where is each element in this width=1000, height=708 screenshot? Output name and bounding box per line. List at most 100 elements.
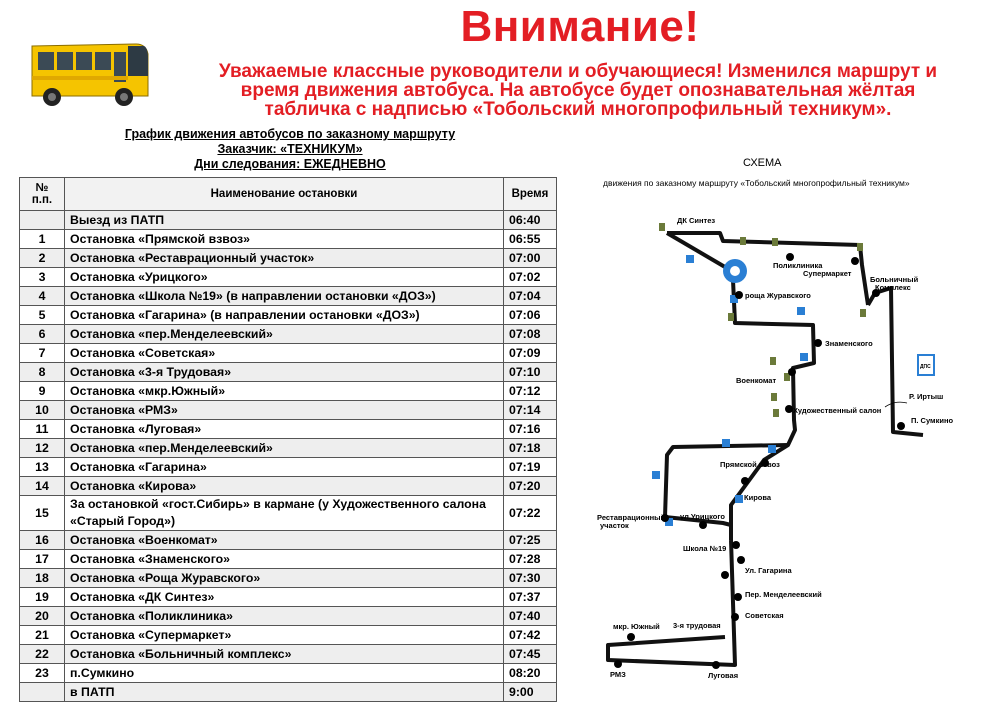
crosswalk-icon: [800, 353, 808, 361]
cell-num: 9: [19, 381, 65, 401]
crosswalk-icon: [768, 445, 776, 453]
schedule-days: Дни следования: ЕЖЕДНЕВНО: [194, 157, 386, 171]
column-num: № п.п.: [19, 177, 65, 211]
cell-time: 07:18: [503, 438, 557, 458]
cell-time: 07:12: [503, 381, 557, 401]
crosswalk-icon: [735, 495, 743, 503]
stop-marker: [741, 477, 749, 485]
label-restavr-1: Реставрационный: [597, 513, 666, 522]
cell-time: 07:37: [503, 587, 557, 607]
crosswalk-icon: [722, 439, 730, 447]
stop-marker: [732, 541, 740, 549]
cell-name: Остановка «Гагарина» (в направлении оста…: [64, 305, 504, 325]
road-north: [667, 231, 870, 306]
label-uritskogo: ул.Урицкого: [680, 512, 725, 521]
stop-markers: [614, 253, 905, 669]
cell-num: 17: [19, 549, 65, 569]
scheme-subtitle: движения по заказному маршруту «Тобольск…: [603, 178, 910, 188]
stop-marker: [614, 660, 622, 668]
cell-time: 07:00: [503, 248, 557, 268]
cell-num: [19, 210, 65, 230]
cell-time: 07:25: [503, 530, 557, 550]
cell-time: 07:04: [503, 286, 557, 306]
cell-name: Остановка «Знаменского»: [64, 549, 504, 569]
cell-time: 07:30: [503, 568, 557, 588]
schedule-table: № п.п. Наименование остановки Время Выез…: [19, 177, 557, 702]
route-map: ДПС ДК Синтез Поликлиника Супермаркет Бо…: [597, 216, 953, 680]
traffic-light-icon: [659, 223, 665, 231]
cell-time: 07:20: [503, 476, 557, 496]
cell-name: Остановка «3-я Трудовая»: [64, 362, 504, 382]
label-yuzhny: мкр. Южный: [613, 622, 660, 631]
cell-num: 16: [19, 530, 65, 550]
stop-marker: [737, 556, 745, 564]
stop-marker: [721, 571, 729, 579]
stop-marker: [814, 339, 822, 347]
traffic-light-icon: [771, 393, 777, 401]
cell-name: За остановкой «гост.Сибирь» в кармане (у…: [64, 495, 504, 531]
cell-name: Остановка «Поликлиника»: [64, 606, 504, 626]
road-hospital: [866, 286, 924, 437]
label-znamenskogo: Знаменского: [825, 339, 873, 348]
cell-time: 07:06: [503, 305, 557, 325]
cell-time: 06:40: [503, 210, 557, 230]
cell-num: 3: [19, 267, 65, 287]
traffic-light-icon: [728, 313, 734, 321]
label-lugovaya: Луговая: [708, 671, 738, 680]
cell-num: 15: [19, 495, 65, 531]
cell-num: [19, 682, 65, 702]
traffic-light-icon: [857, 243, 863, 251]
column-name: Наименование остановки: [64, 177, 504, 211]
road-center: [729, 279, 816, 540]
stop-marker: [734, 593, 742, 601]
bus-icon: [31, 43, 149, 106]
cell-num: 19: [19, 587, 65, 607]
cell-name: в ПАТП: [64, 682, 504, 702]
cell-time: 07:45: [503, 644, 557, 664]
label-rmz: РМЗ: [610, 670, 626, 679]
cell-num: 23: [19, 663, 65, 683]
cell-name: Остановка «Луговая»: [64, 419, 504, 439]
cell-time: 07:19: [503, 457, 557, 477]
cell-name: Остановка «РМЗ»: [64, 400, 504, 420]
page-title: Внимание!: [460, 2, 700, 51]
road-west: [663, 443, 789, 527]
cell-num: 11: [19, 419, 65, 439]
cell-time: 08:20: [503, 663, 557, 683]
cell-name: Выезд из ПАТП: [64, 210, 504, 230]
label-dk-sintez: ДК Синтез: [677, 216, 715, 225]
crosswalk-icon: [665, 518, 673, 526]
stop-marker: [712, 661, 720, 669]
cell-num: 12: [19, 438, 65, 458]
label-sumkino: П. Сумкино: [911, 416, 953, 425]
traffic-light-icon: [860, 309, 866, 317]
label-mendeleevsky: Пер. Менделеевский: [745, 590, 822, 599]
stop-marker: [661, 514, 669, 522]
label-hospital-2: Комплекс: [875, 283, 911, 292]
dps-sign-icon: [917, 354, 935, 376]
cell-time: 07:28: [503, 549, 557, 569]
dps-label: ДПС: [920, 364, 931, 370]
cell-name: п.Сумкино: [64, 663, 504, 683]
route-lines: [606, 231, 924, 667]
cell-name: Остановка «Урицкого»: [64, 267, 504, 287]
schedule-customer: Заказчик: «ТЕХНИКУМ»: [217, 142, 363, 156]
traffic-light-icon: [784, 373, 790, 381]
stop-marker: [785, 405, 793, 413]
cell-time: 07:42: [503, 625, 557, 645]
traffic-light-icon: [772, 238, 778, 246]
stop-marker: [699, 521, 707, 529]
cell-name: Остановка «Гагарина»: [64, 457, 504, 477]
cell-name: Остановка «Военкомат»: [64, 530, 504, 550]
